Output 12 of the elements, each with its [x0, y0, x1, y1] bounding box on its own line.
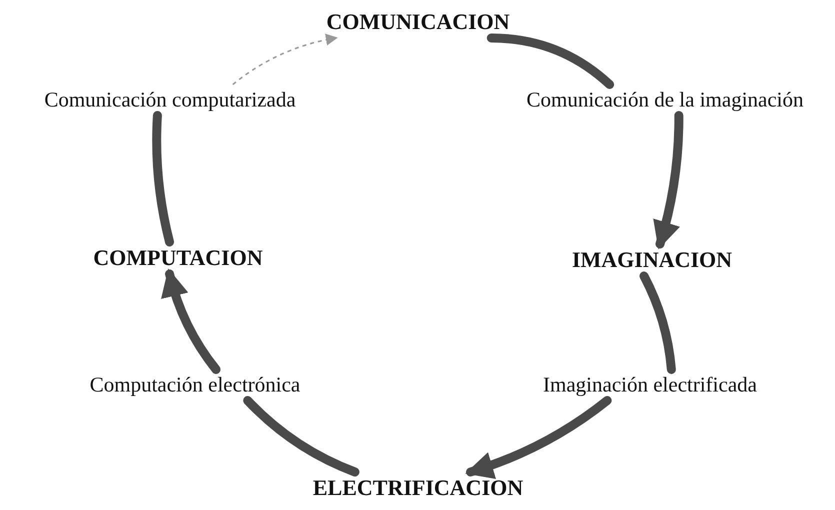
- transition-label: Comunicación computarizada: [44, 88, 296, 112]
- transition-label: Imaginación electrificada: [543, 372, 757, 398]
- arrow: [161, 268, 221, 374]
- stage-label: COMPUTACION: [93, 245, 263, 271]
- stage-label: COMUNICACION: [326, 9, 510, 35]
- arrow: [232, 34, 338, 86]
- transition-label: Computación electrónica: [90, 372, 300, 398]
- arrow: [652, 111, 684, 250]
- stage-label: ELECTRIFICACION: [312, 475, 524, 501]
- transition-label: Comunicación de la imaginación: [526, 88, 804, 112]
- arrow: [465, 396, 612, 479]
- stage-label: IMAGINACION: [572, 247, 732, 273]
